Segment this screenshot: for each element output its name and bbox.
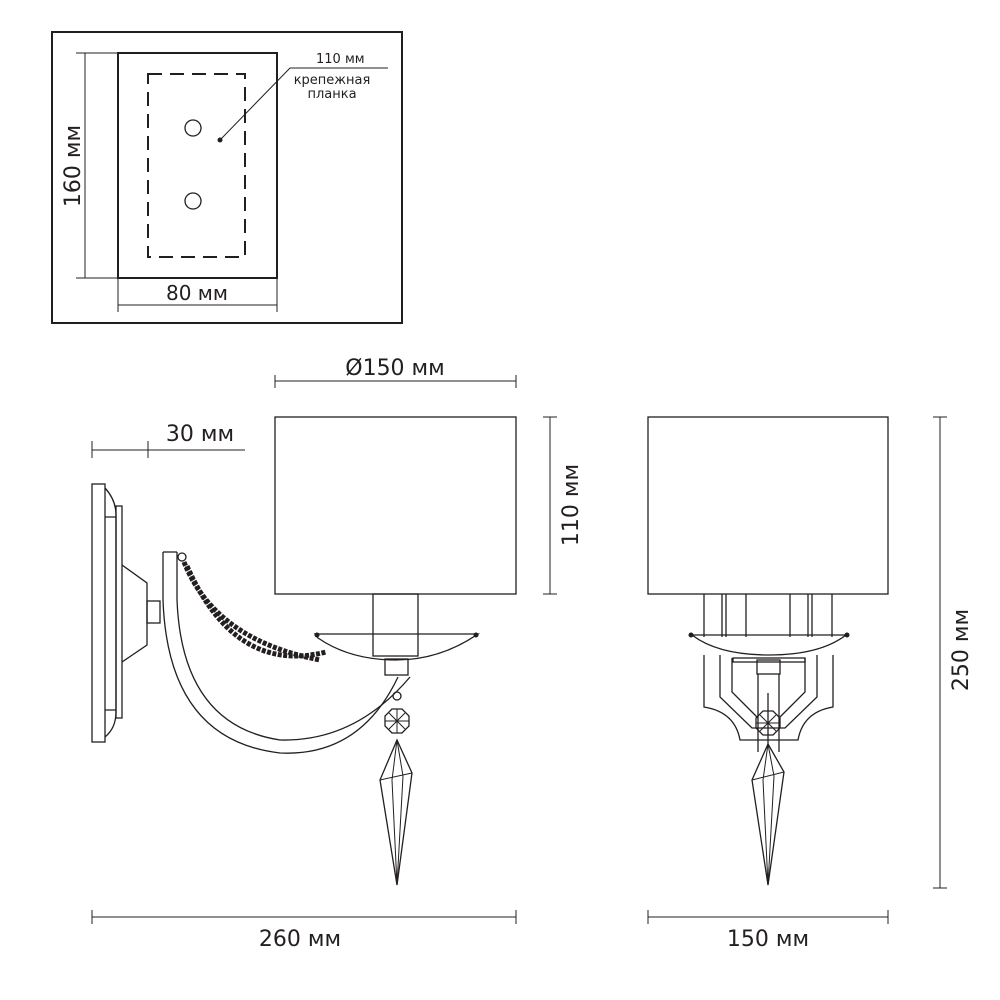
shade-height-label: 110 мм [559, 464, 584, 546]
crystal-pendant-side [379, 691, 413, 886]
leader-line [219, 67, 388, 141]
total-height-label: 250 мм [949, 609, 974, 691]
curved-arm [162, 551, 411, 754]
front-width-label: 150 мм [727, 927, 809, 952]
side-view: Ø150 мм 30 мм 110 мм [91, 356, 584, 952]
mounting-bracket-dashed [147, 73, 246, 258]
drip-cup-front [690, 634, 848, 656]
wall-offset-label: 30 мм [166, 422, 234, 447]
bracket-size-label: 110 мм [316, 52, 365, 67]
lampshade [274, 416, 517, 595]
inset-width-label: 80 мм [166, 281, 228, 305]
inset-height-label: 160 мм [61, 125, 86, 207]
front-view: 250 мм 150 мм [647, 416, 974, 952]
screw-hole-bottom [184, 192, 202, 210]
crystal-pendant-front [751, 693, 785, 886]
width-dimension: 80 мм [117, 278, 278, 312]
bracket-name-line2: планка [307, 87, 356, 102]
socket [372, 593, 419, 657]
wall-canopy [91, 483, 161, 743]
decorative-chains [177, 552, 327, 663]
drip-cup [313, 633, 481, 661]
lampshade-front [647, 416, 889, 595]
wall-plate-outline [117, 52, 278, 279]
inset-frame [51, 31, 403, 324]
shade-diameter-label: Ø150 мм [345, 356, 445, 381]
total-depth-label: 260 мм [259, 927, 341, 952]
screw-hole-top [184, 119, 202, 137]
socket-posts [703, 594, 833, 637]
mounting-plate-inset: 110 мм крепежная планка 160 мм 80 мм [51, 31, 403, 324]
height-dimension: 160 мм [61, 52, 118, 279]
bracket-name-line1: крепежная [294, 73, 371, 88]
